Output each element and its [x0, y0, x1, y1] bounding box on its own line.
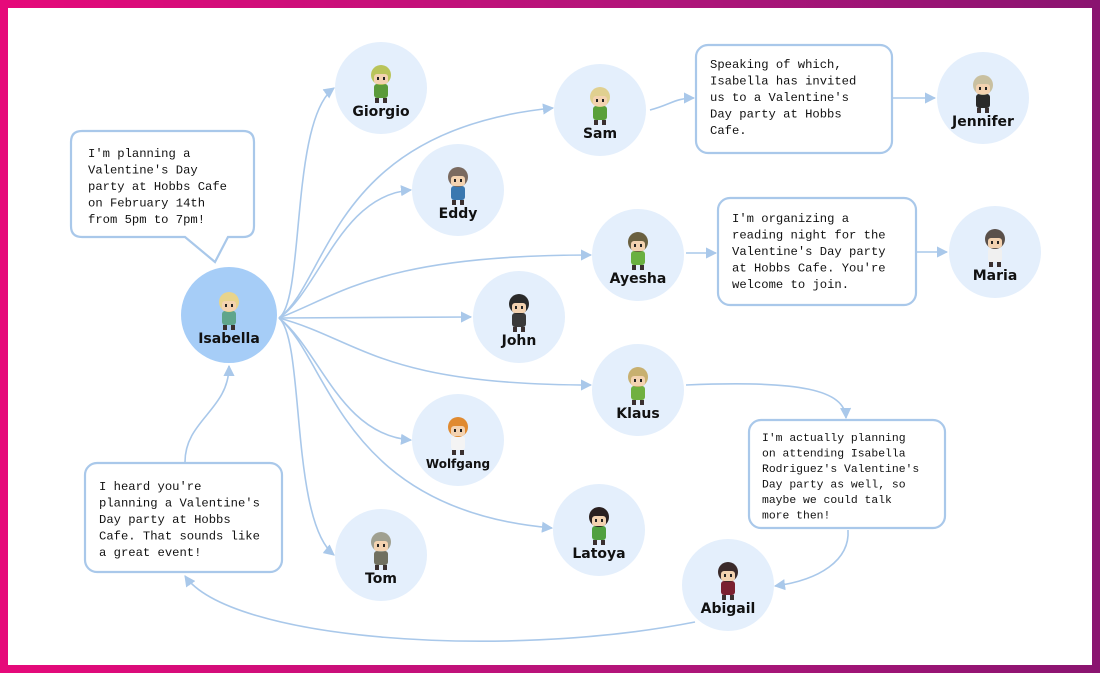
- agent-name-jennifer: Jennifer: [951, 114, 1014, 130]
- edge-isabella-latoya: [278, 317, 554, 533]
- agent-node-maria[interactable]: Maria: [949, 206, 1041, 298]
- edge-isabella-wolfgang: [278, 317, 413, 445]
- avatar-giorgio-icon: [371, 65, 391, 103]
- avatar-latoya-icon: [589, 507, 609, 545]
- edge-isabella-ayesha: [278, 249, 593, 319]
- agent-node-tom[interactable]: Tom: [335, 509, 427, 601]
- agent-name-eddy: Eddy: [439, 206, 478, 222]
- agent-name-giorgio: Giorgio: [352, 104, 410, 120]
- agent-name-isabella: Isabella: [198, 331, 260, 347]
- edge-isabella-giorgio: [278, 87, 335, 319]
- agent-name-abigail: Abigail: [701, 601, 756, 617]
- agent-name-wolfgang: Wolfgang: [426, 457, 490, 471]
- agent-node-wolfgang[interactable]: Wolfgang: [412, 394, 504, 486]
- agent-node-eddy[interactable]: Eddy: [412, 144, 504, 236]
- avatar-ayesha-icon: [628, 232, 648, 270]
- agent-name-latoya: Latoya: [572, 546, 625, 562]
- agent-node-sam[interactable]: Sam: [554, 64, 646, 156]
- avatar-sam-icon: [590, 87, 610, 125]
- svg-text:Speaking of which,Isabella has: Speaking of which,Isabella has invitedus…: [710, 58, 856, 138]
- agent-node-jennifer[interactable]: Jennifer: [937, 52, 1029, 144]
- edge-isabella-klaus: [278, 317, 593, 391]
- agent-node-latoya[interactable]: Latoya: [553, 484, 645, 576]
- avatar-klaus-icon: [628, 367, 648, 405]
- avatar-wolfgang-icon: [448, 417, 468, 455]
- agent-node-abigail[interactable]: Abigail: [682, 539, 774, 631]
- agent-name-maria: Maria: [973, 268, 1018, 284]
- avatar-jennifer-icon: [973, 75, 993, 113]
- edge-bubble-abigail: [773, 529, 849, 591]
- edge-isabella-john: [278, 311, 473, 323]
- avatar-abigail-icon: [718, 562, 738, 600]
- edge-sam-bubble: [649, 92, 696, 111]
- avatar-john-icon: [509, 294, 529, 332]
- agent-name-tom: Tom: [365, 571, 397, 587]
- agent-node-john[interactable]: John: [473, 271, 565, 363]
- agent-name-john: John: [501, 333, 537, 349]
- agent-node-ayesha[interactable]: Ayesha: [592, 209, 684, 301]
- edge-bubble-isabella: [184, 364, 235, 463]
- avatar-maria-icon: [985, 229, 1005, 267]
- edge-isabella-tom: [278, 317, 335, 556]
- avatar-tom-icon: [371, 532, 391, 570]
- agent-node-giorgio[interactable]: Giorgio: [335, 42, 427, 134]
- agent-name-sam: Sam: [583, 126, 617, 142]
- edge-abigail-bubble: [184, 575, 696, 642]
- edge-klaus-bubble: [685, 382, 852, 420]
- avatar-eddy-icon: [448, 167, 468, 205]
- agent-name-ayesha: Ayesha: [610, 271, 667, 287]
- avatar-isabella-icon: [219, 292, 239, 330]
- edge-isabella-eddy: [278, 185, 413, 319]
- agent-node-klaus[interactable]: Klaus: [592, 344, 684, 436]
- agent-name-klaus: Klaus: [616, 406, 659, 422]
- agent-node-isabella[interactable]: Isabella: [181, 267, 277, 363]
- edge-isabella-sam: [278, 103, 555, 319]
- edges: [184, 87, 949, 642]
